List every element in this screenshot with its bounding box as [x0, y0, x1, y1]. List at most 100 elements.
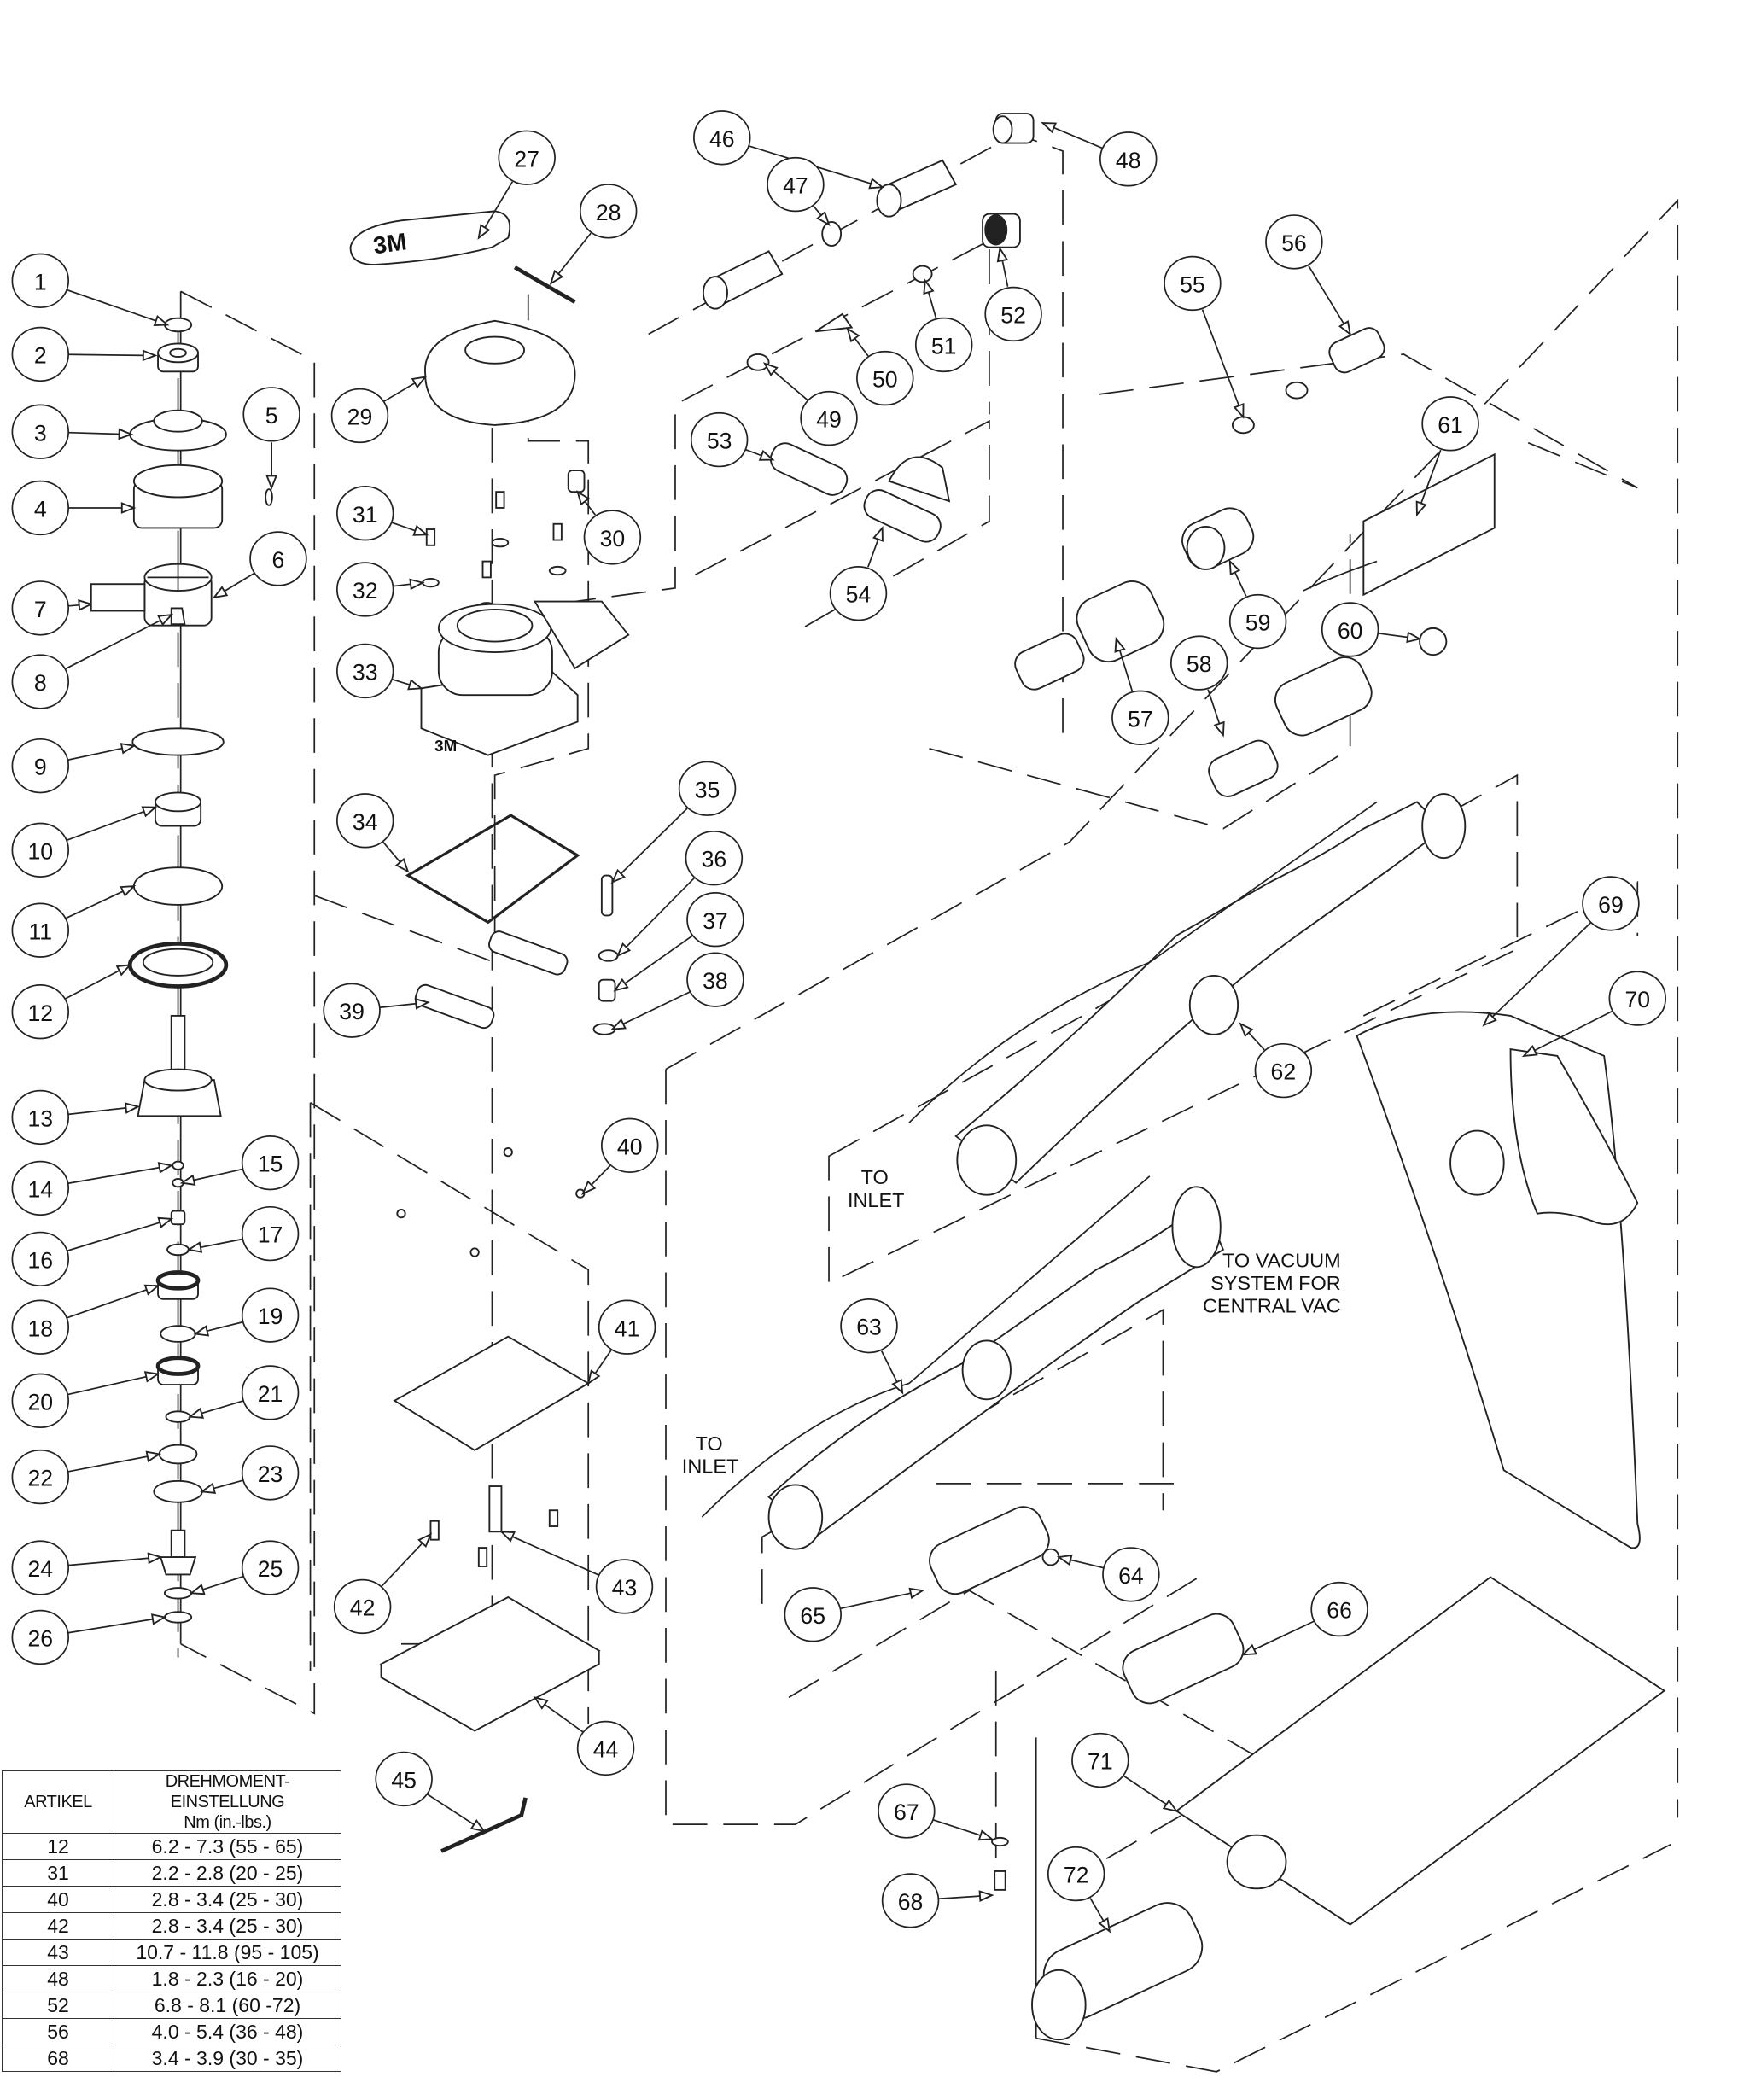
- callout-number: 39: [339, 999, 365, 1024]
- part-70-bag-collar: [1509, 1047, 1639, 1226]
- leader-line: [67, 289, 168, 326]
- callout-number: 49: [816, 407, 842, 433]
- callout-48: 48: [1041, 122, 1158, 187]
- arrowhead-icon: [150, 1613, 167, 1625]
- callout-number: 10: [27, 838, 53, 864]
- callout-19: 19: [193, 1287, 300, 1343]
- callout-circle: [11, 1373, 70, 1429]
- arrowhead-icon: [1415, 500, 1427, 517]
- callout-circle: [686, 892, 744, 948]
- arrowhead-icon: [115, 964, 132, 977]
- part-46-filter: [702, 250, 784, 310]
- callout-number: 52: [1000, 303, 1026, 329]
- part-53-gasket: [769, 442, 849, 496]
- callout-circle: [242, 387, 300, 442]
- callout-circle: [11, 902, 70, 958]
- callout-number: 14: [27, 1176, 53, 1202]
- note-to-inlet-lower-2: INLET: [682, 1455, 739, 1477]
- leader-line: [612, 991, 691, 1030]
- arrowhead-icon: [193, 1325, 210, 1337]
- callout-circle: [11, 326, 70, 382]
- arrowhead-icon: [1228, 559, 1241, 576]
- part-55-o-ring: [1231, 416, 1255, 435]
- callout-70: 70: [1521, 971, 1667, 1058]
- part-13-spindle: [137, 1014, 222, 1117]
- row-torque: 4.0 - 5.4 (36 - 48): [114, 2018, 341, 2045]
- arrowhead-icon: [477, 224, 491, 240]
- callout-47: 47: [767, 156, 831, 227]
- callout-circle: [241, 1445, 300, 1501]
- arrowhead-icon: [1114, 636, 1126, 653]
- callout-number: 37: [703, 908, 728, 934]
- callout-circle: [1265, 214, 1323, 270]
- callout-number: 16: [27, 1247, 53, 1273]
- part-69-dust-bag: [1356, 1011, 1641, 1549]
- callout-number: 2: [34, 342, 47, 368]
- header-torque-line2: Nm (in.-lbs.): [184, 1813, 271, 1832]
- note-to-inlet-upper-1: TO: [861, 1166, 889, 1188]
- callout-20: 20: [11, 1371, 160, 1429]
- part-51-spring: [912, 265, 933, 283]
- callout-circle: [1102, 1547, 1160, 1602]
- arrowhead-icon: [533, 1695, 549, 1710]
- part-60-ring: [1419, 627, 1448, 656]
- callout-62: 62: [1239, 1022, 1313, 1099]
- part-56-swivel: [1328, 327, 1385, 374]
- leader-line: [67, 1218, 172, 1252]
- part-3-flange: [129, 409, 227, 452]
- callout-15: 15: [179, 1135, 300, 1191]
- arrowhead-icon: [1056, 1554, 1073, 1566]
- callout-21: 21: [188, 1365, 300, 1420]
- callout-number: 54: [846, 582, 872, 608]
- callout-circle: [241, 1135, 300, 1191]
- note-to-inlet-upper-2: INLET: [848, 1189, 905, 1211]
- leader-line: [1523, 1010, 1613, 1057]
- row-torque: 10.7 - 11.8 (95 - 105): [114, 1939, 341, 1966]
- part-40-screws: [396, 1146, 586, 1257]
- arrowhead-icon: [143, 1284, 160, 1296]
- part-8-key: [170, 607, 186, 626]
- leader-line: [67, 1164, 172, 1185]
- callout-number: 33: [353, 660, 378, 685]
- callout-number: 55: [1180, 271, 1205, 297]
- callout-68: 68: [881, 1873, 994, 1928]
- callout-circle: [335, 793, 394, 849]
- callout-circle: [11, 1160, 70, 1216]
- callout-circle: [241, 1365, 300, 1420]
- part-68-screw: [994, 1870, 1006, 1891]
- callout-71: 71: [1071, 1732, 1179, 1812]
- callout-circle: [333, 1578, 392, 1635]
- callout-circle: [1228, 593, 1287, 650]
- callout-number: 22: [27, 1466, 53, 1491]
- callout-circle: [767, 156, 825, 213]
- callout-circle: [686, 952, 744, 1007]
- callout-circle: [800, 390, 858, 446]
- row-item: 42: [2, 1912, 114, 1940]
- callout-number: 24: [27, 1556, 53, 1582]
- header-item: ARTIKEL: [2, 1770, 114, 1834]
- part-41-plate: [393, 1335, 591, 1451]
- arrowhead-icon: [499, 1531, 516, 1543]
- arrowhead-icon: [872, 526, 884, 542]
- arrowhead-icon: [157, 1216, 174, 1228]
- part-57-manifold: [1014, 580, 1165, 691]
- leader-line: [615, 935, 693, 991]
- callout-number: 27: [514, 146, 539, 172]
- callout-circle: [241, 1540, 300, 1595]
- callout-61: 61: [1415, 396, 1479, 517]
- callout-number: 25: [258, 1556, 283, 1582]
- row-item: 68: [2, 2045, 114, 2072]
- callout-number: 23: [258, 1461, 283, 1487]
- callout-circle: [11, 253, 70, 308]
- leader-line: [1201, 309, 1245, 417]
- callout-number: 21: [258, 1381, 283, 1407]
- leader-line: [840, 1590, 923, 1610]
- row-torque: 2.8 - 3.4 (25 - 30): [114, 1912, 341, 1940]
- callout-circle: [11, 738, 70, 794]
- arrowhead-icon: [868, 178, 885, 190]
- callout-34: 34: [335, 793, 410, 873]
- part-54-elbow: [863, 456, 951, 543]
